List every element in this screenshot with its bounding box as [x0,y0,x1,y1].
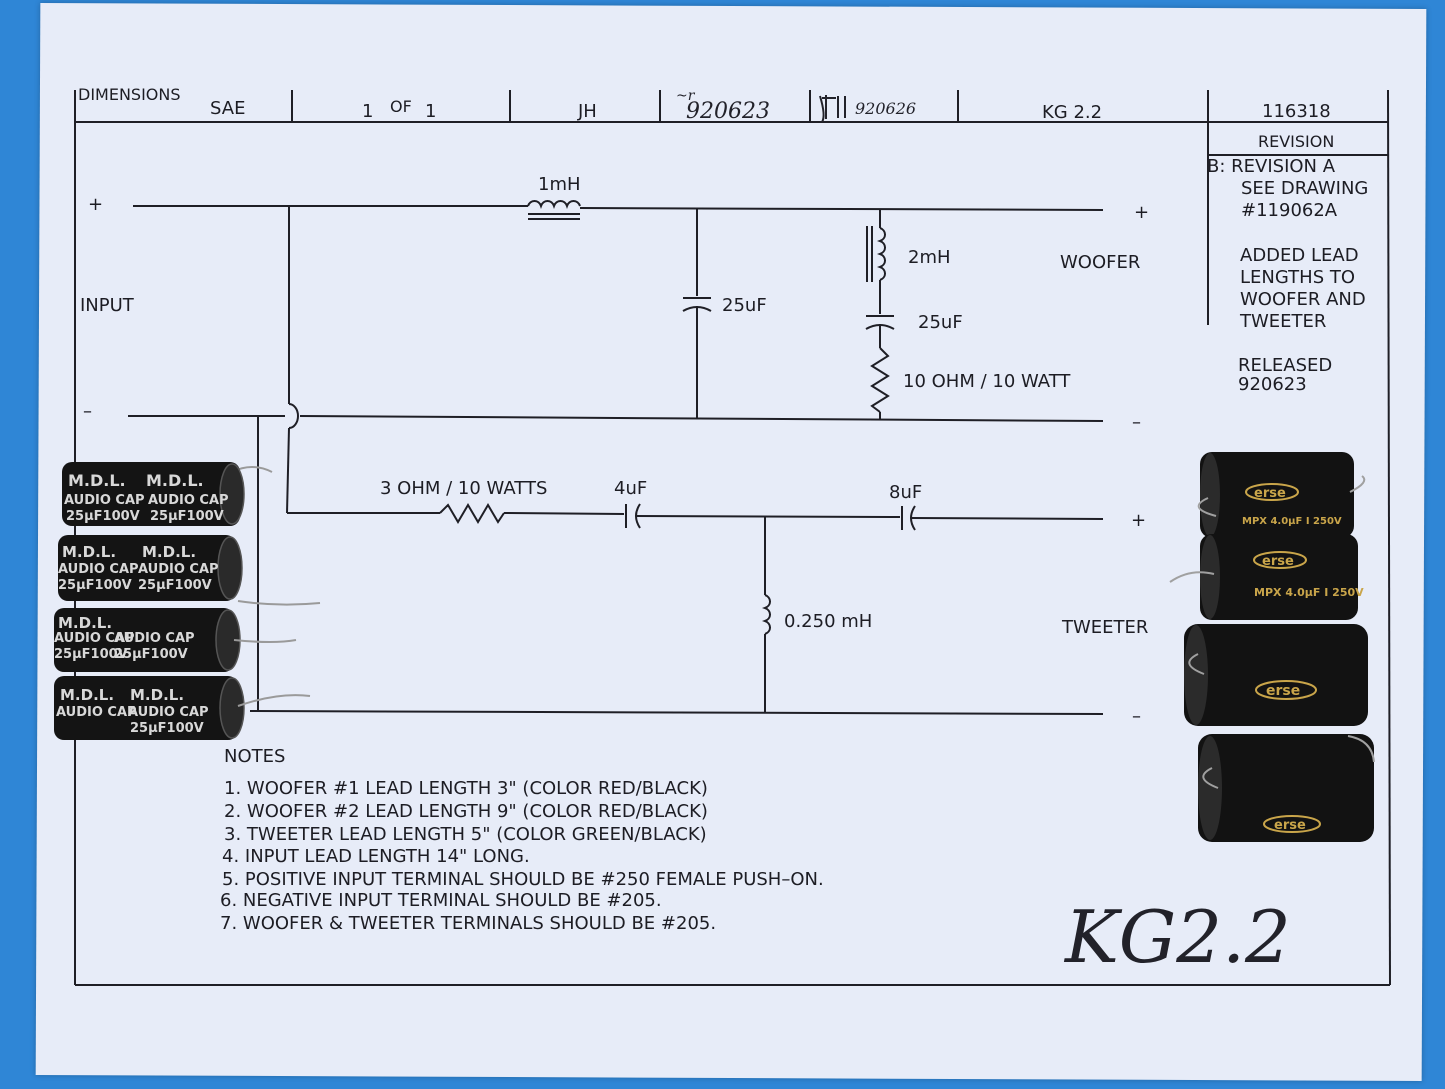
svg-text:AUDIO CAP: AUDIO CAP [54,631,135,646]
label-10ohm: 10 OHM / 10 WATT [903,371,1071,392]
resistor-10ohm [870,347,890,413]
note-item: 3. TWEETER LEAD LENGTH 5" (COLOR GREEN/B… [224,824,707,845]
approved-date: 920626 [855,99,916,118]
notes-list: 1. WOOFER #1 LEAD LENGTH 3" (COLOR RED/B… [220,778,824,934]
note-item: 2. WOOFER #2 LEAD LENGTH 9" (COLOR RED/B… [224,801,708,822]
input-label: INPUT [80,295,135,316]
woofer-minus: – [1132,412,1141,433]
svg-text:MPX 4.0µF I 250V: MPX 4.0µF I 250V [1254,586,1364,599]
inductor-2mh [876,227,886,281]
svg-text:AUDIO CAP: AUDIO CAP [138,562,219,577]
label-2mh: 2mH [908,247,951,268]
input-plus: + [88,194,103,215]
resistor-3ohm [439,503,505,524]
note-item: 7. WOOFER & TWEETER TERMINALS SHOULD BE … [220,913,716,934]
tweeter-plus: + [1131,510,1146,531]
label-4uf: 4uF [614,478,647,499]
date-mark: ~r [676,88,696,104]
svg-text:25µF100V: 25µF100V [66,509,140,524]
mdl-capacitor: M.D.L. AUDIO CAP AUDIO CAP 25µF100V 25µF… [54,608,297,672]
sheet-of: OF [390,97,412,116]
revision-line-4: ADDED LEAD [1240,245,1359,266]
sheet-total: 1 [425,101,436,122]
signature-initials [819,95,846,123]
model-number: KG 2.2 [1042,102,1102,123]
svg-text:AUDIO CAP: AUDIO CAP [56,705,137,720]
woofer-label: WOOFER [1060,252,1140,273]
note-item: 5. POSITIVE INPUT TERMINAL SHOULD BE #25… [222,869,824,890]
svg-text:AUDIO CAP: AUDIO CAP [148,493,229,508]
svg-text:25µF100V: 25µF100V [114,647,188,662]
svg-text:AUDIO CAP: AUDIO CAP [58,562,139,577]
mdl-capacitor: M.D.L. M.D.L. AUDIO CAP AUDIO CAP 25µF10… [62,462,273,526]
svg-text:25µF100V: 25µF100V [138,578,212,593]
sheet-number: 1 [362,101,373,122]
svg-text:M.D.L.: M.D.L. [130,686,184,704]
svg-text:erse: erse [1262,554,1294,569]
svg-text:AUDIO CAP: AUDIO CAP [114,631,195,646]
svg-text:M.D.L.: M.D.L. [62,543,116,561]
svg-text:erse: erse [1274,818,1306,833]
inductor-1mh [527,200,581,210]
svg-text:MPX 4.0µF I 250V: MPX 4.0µF I 250V [1242,516,1342,527]
svg-text:25µF100V: 25µF100V [130,721,204,736]
erse-capacitor: erse MPX 4.0µF I 250V [1197,452,1366,538]
svg-text:erse: erse [1266,683,1300,699]
label-8uf: 8uF [889,482,922,503]
mdl-capacitor: M.D.L. M.D.L. AUDIO CAP AUDIO CAP 25µF10… [58,535,321,606]
svg-text:M.D.L.: M.D.L. [68,471,126,490]
tweeter-label: TWEETER [1061,617,1148,638]
notes-heading: NOTES [224,746,285,767]
svg-text:25µF100V: 25µF100V [150,509,224,524]
svg-text:M.D.L.: M.D.L. [60,686,114,704]
erse-capacitor: erse MPX 4.0µF I 250V [1169,534,1364,620]
input-minus: – [83,401,92,422]
revision-label: REVISION [1258,132,1334,151]
svg-text:AUDIO CAP: AUDIO CAP [64,493,145,508]
released-date: 920623 [1238,374,1307,395]
label-1mh: 1mH [538,174,581,195]
revision-line-6: WOOFER AND [1240,289,1366,310]
drawn-date: 920623 [686,99,770,124]
drawing-number: 116318 [1262,101,1331,122]
mdl-capacitor: M.D.L. M.D.L. AUDIO CAP AUDIO CAP 25µF10… [54,676,311,740]
dimensions-label: DIMENSIONS [78,85,181,104]
units-value: SAE [210,98,245,119]
revision-line-1: B: REVISION A [1207,156,1336,177]
erse-capacitor: erse [1184,624,1368,726]
note-item: 1. WOOFER #1 LEAD LENGTH 3" (COLOR RED/B… [224,778,708,799]
drawing-border [74,89,1391,986]
note-item: 6. NEGATIVE INPUT TERMINAL SHOULD BE #20… [220,890,662,911]
svg-text:erse: erse [1254,486,1286,501]
label-3ohm: 3 OHM / 10 WATTS [380,478,547,499]
label-25uf-shunt: 25uF [722,295,767,316]
revision-line-2: SEE DRAWING [1241,178,1368,199]
erse-capacitor: erse [1198,734,1375,842]
label-25uf-series: 25uF [918,312,963,333]
svg-text:M.D.L.: M.D.L. [142,543,196,561]
drawn-by: JH [577,101,597,122]
handwritten-model: KG2.2 [1063,895,1291,979]
inductor-0250mh [761,594,771,635]
woofer-plus: + [1134,202,1149,223]
note-item: 4. INPUT LEAD LENGTH 14" LONG. [222,846,530,867]
svg-text:M.D.L.: M.D.L. [146,471,204,490]
tweeter-minus: – [1132,706,1141,727]
revision-line-7: TWEETER [1239,311,1326,332]
tweeter-section [249,416,1104,715]
label-0250mh: 0.250 mH [784,611,872,632]
svg-text:25µF100V: 25µF100V [58,578,132,593]
svg-text:AUDIO CAP: AUDIO CAP [128,705,209,720]
released-label: RELEASED [1238,355,1332,376]
revision-line-5: LENGTHS TO [1240,267,1355,288]
revision-line-3: #119062A [1241,200,1338,221]
woofer-section [128,200,1104,514]
svg-text:M.D.L.: M.D.L. [58,614,112,632]
svg-text:25µF100V: 25µF100V [54,647,128,662]
